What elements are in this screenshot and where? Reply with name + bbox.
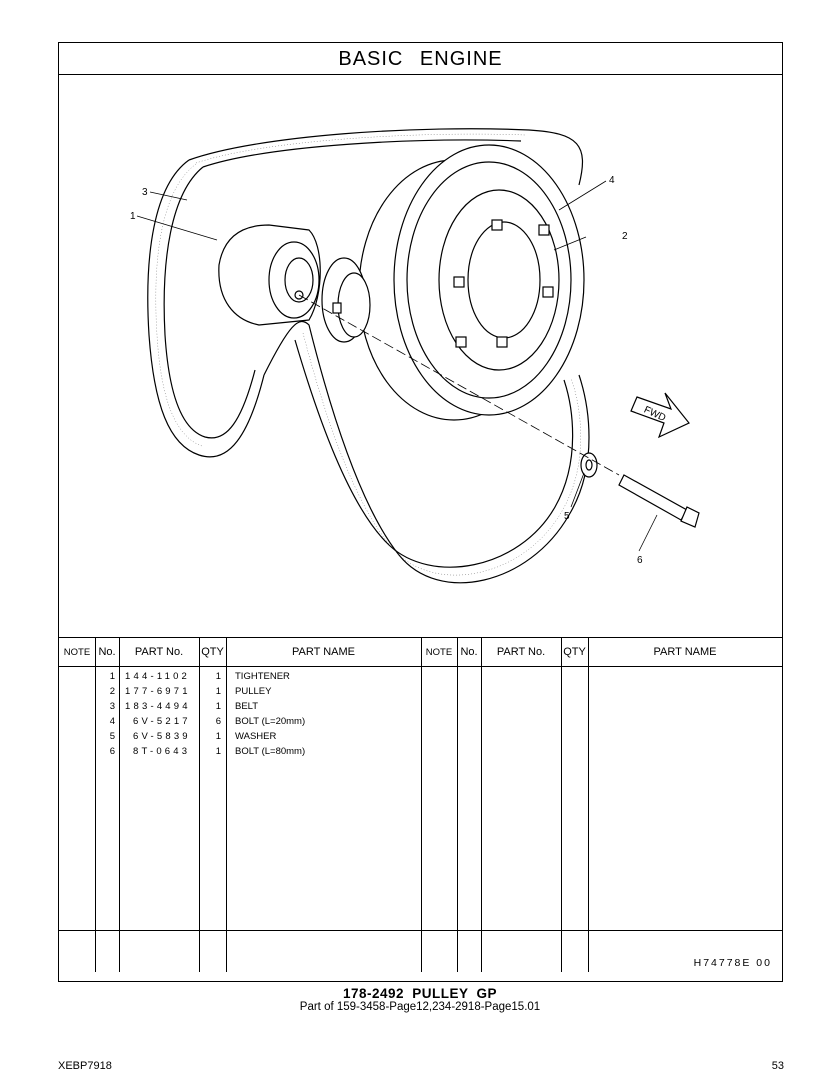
callout-5: 5 xyxy=(564,511,570,522)
part-no-cell: 6V-5839 xyxy=(133,731,191,742)
part-no-cell: 177-6971 xyxy=(125,686,191,697)
part-name-cell: WASHER xyxy=(235,731,277,742)
callout-4: 4 xyxy=(609,175,615,186)
pulley-group-drawing: FWD 1 2 3 4 5 6 xyxy=(130,128,700,584)
header-part-name-left: PART NAME xyxy=(292,646,355,658)
part-number-cell: 5 xyxy=(109,731,115,742)
exploded-view-illustration: FWD 1 2 3 4 5 6 xyxy=(59,75,782,637)
belt-drawing xyxy=(147,128,590,584)
part-name-cell: TIGHTENER xyxy=(235,671,290,682)
group-title: 178-2492 PULLEY GP xyxy=(342,986,498,1001)
header-part-no-left: PART No. xyxy=(134,646,184,658)
table-footer-divider xyxy=(59,930,782,931)
parts-row: 3 183-4494 1 BELT xyxy=(59,699,421,714)
parts-row: 2 177-6971 1 PULLEY xyxy=(59,684,421,699)
part-number-cell: 4 xyxy=(109,716,115,727)
forward-arrow-icon: FWD xyxy=(630,392,690,439)
pulley-drawing xyxy=(358,144,585,421)
belt-texture xyxy=(155,133,581,576)
header-part-no-right: PART No. xyxy=(496,646,546,658)
group-subtitle: Part of 159-3458-Page12,234-2918-Page15.… xyxy=(299,1001,541,1013)
pulley-bolt-heads xyxy=(453,219,554,348)
qty-cell: 1 xyxy=(215,731,221,742)
section-title: BASIC ENGINE xyxy=(59,43,782,75)
parts-row: 5 6V-5839 1 WASHER xyxy=(59,729,421,744)
page-number: 53 xyxy=(771,1060,784,1072)
header-qty-left: QTY xyxy=(201,646,224,658)
part-number-cell: 1 xyxy=(109,671,115,682)
part-name-cell: BOLT (L=80mm) xyxy=(235,746,306,757)
part-no-cell: 183-4494 xyxy=(125,701,191,712)
header-part-name-right: PART NAME xyxy=(653,646,717,658)
part-number-cell: 3 xyxy=(109,701,115,712)
callout-2: 2 xyxy=(622,231,628,242)
callout-leaders xyxy=(136,180,658,552)
parts-row: 6 8T-0643 1 BOLT (L=80mm) xyxy=(59,744,421,759)
header-note-right: NOTE xyxy=(425,647,453,658)
qty-cell: 6 xyxy=(215,716,221,727)
part-name-cell: PULLEY xyxy=(235,686,272,697)
parts-table-header: NOTE No. PART No. QTY PART NAME NOTE No.… xyxy=(59,638,782,667)
part-number-cell: 2 xyxy=(109,686,115,697)
part-no-cell: 144-1102 xyxy=(125,671,191,682)
part-name-cell: BELT xyxy=(235,701,259,712)
header-qty-right: QTY xyxy=(563,646,586,658)
header-note-left: NOTE xyxy=(63,647,91,658)
bolt-drawing xyxy=(618,474,700,528)
header-no-left: No. xyxy=(98,646,116,658)
qty-cell: 1 xyxy=(215,686,221,697)
part-no-cell: 6V-5217 xyxy=(133,716,191,727)
qty-cell: 1 xyxy=(215,701,221,712)
parts-row: 4 6V-5217 6 BOLT (L=20mm) xyxy=(59,714,421,729)
callout-1: 1 xyxy=(130,211,136,222)
illustration-reference: H74778E 00 xyxy=(693,957,772,969)
part-number-cell: 6 xyxy=(109,746,115,757)
qty-cell: 1 xyxy=(215,671,221,682)
assembly-centerline xyxy=(298,294,620,476)
group-caption: 178-2492 PULLEY GP Part of 159-3458-Page… xyxy=(0,986,840,1013)
part-no-cell: 8T-0643 xyxy=(133,746,191,757)
qty-cell: 1 xyxy=(215,746,221,757)
washer-drawing xyxy=(580,452,598,478)
document-id: XEBP7918 xyxy=(58,1060,112,1072)
parts-row: 1 144-1102 1 TIGHTENER xyxy=(59,669,421,684)
callout-3: 3 xyxy=(142,187,148,198)
callout-6: 6 xyxy=(637,555,643,566)
page-frame: BASIC ENGINE xyxy=(58,42,783,982)
header-no-right: No. xyxy=(460,646,478,658)
parts-table: NOTE No. PART No. QTY PART NAME NOTE No.… xyxy=(59,637,782,972)
tightener-drawing xyxy=(218,224,371,343)
part-name-cell: BOLT (L=20mm) xyxy=(235,716,306,727)
